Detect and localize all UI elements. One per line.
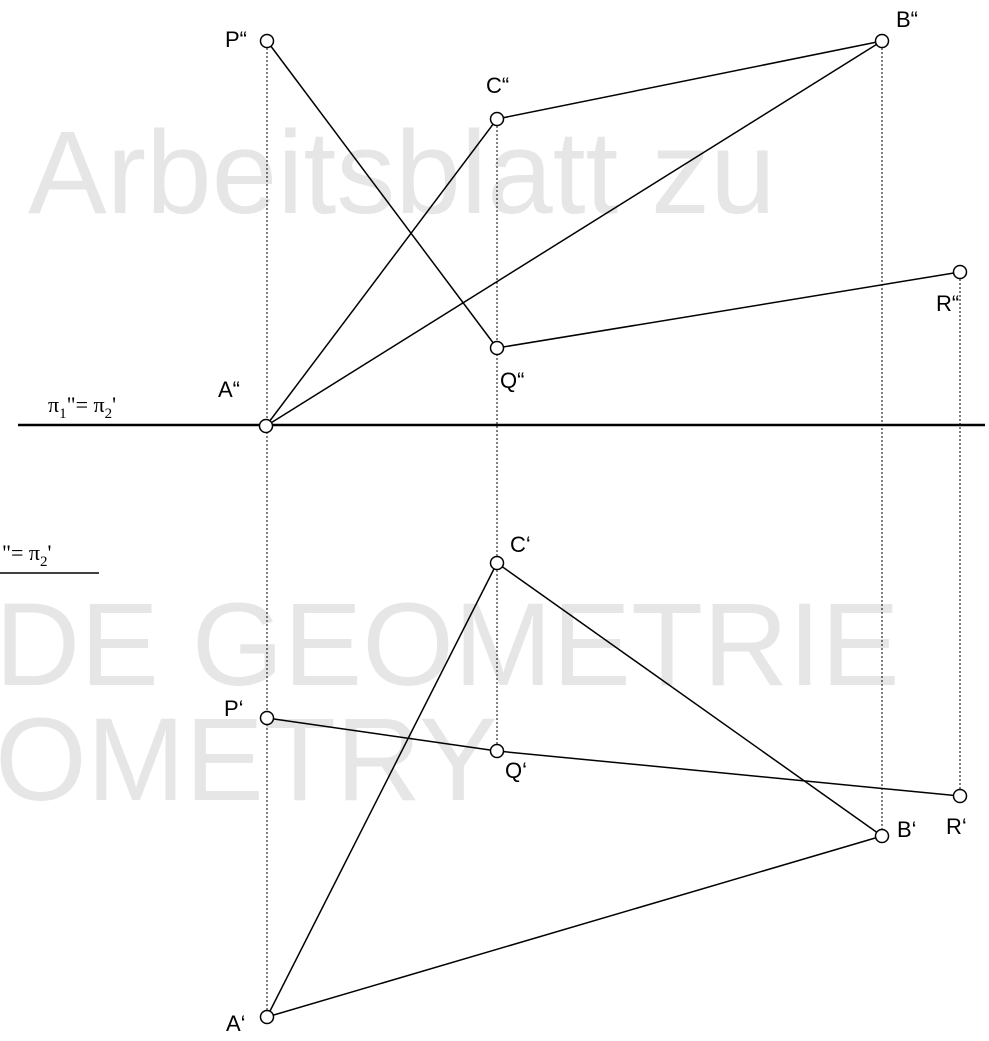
axis-label-sub2: 2 (105, 406, 113, 422)
point-a2 (258, 418, 274, 434)
label-r2: R“ (936, 291, 959, 316)
point-q2 (489, 340, 505, 356)
label-a1: A‘ (226, 1011, 246, 1036)
axis-label-mid: "= π (67, 392, 105, 417)
label-q1: Q‘ (505, 758, 527, 783)
point-c1 (489, 555, 505, 571)
point-p2 (259, 33, 275, 49)
label-p2: P“ (225, 27, 247, 52)
axis-label-pi: π (48, 392, 59, 417)
top-view-edges (266, 562, 961, 1018)
edge-p2-q2 (266, 40, 498, 349)
edge-q2-r2 (496, 271, 961, 349)
point-r1 (952, 788, 968, 804)
edge-a1-c1 (266, 562, 498, 1018)
projection-lines (266, 48, 961, 1024)
edge-a2-b2 (265, 40, 883, 427)
edge-p1-q1 (266, 717, 498, 752)
edge-a2-c2 (265, 118, 498, 427)
point-b2 (874, 33, 890, 49)
partial-axis-label-sub: 2 (40, 554, 48, 570)
point-p1 (259, 710, 275, 726)
label-b1: B‘ (897, 817, 917, 842)
points (258, 33, 968, 1025)
label-b2: B“ (896, 7, 918, 32)
watermark-line-3: OMETRY (0, 694, 498, 826)
label-r1: R‘ (946, 814, 967, 839)
edge-q1-r1 (496, 750, 961, 797)
partial-axis-label: "= π2' (2, 540, 52, 570)
axis-label: π1"= π2' (48, 392, 116, 422)
label-a2: A“ (218, 377, 240, 402)
point-b1 (874, 828, 890, 844)
point-a1 (259, 1009, 275, 1025)
label-c2: C“ (486, 73, 509, 98)
point-r2 (952, 264, 968, 280)
label-p1: P‘ (224, 696, 244, 721)
axis-label-sub1: 1 (59, 406, 67, 422)
watermark-line-1: Arbeitsblatt zu (28, 107, 776, 239)
edge-c2-b2 (496, 40, 883, 120)
axis-label-end: ' (112, 392, 116, 417)
edge-c1-b1 (496, 562, 883, 837)
point-c2 (489, 111, 505, 127)
watermark-line-2: DE GEOMETRIE (0, 579, 900, 711)
partial-axis-label-end: ' (48, 540, 52, 565)
label-q2: Q“ (500, 368, 524, 393)
front-view-edges (265, 40, 961, 427)
edge-a1-b1 (266, 835, 883, 1018)
partial-axis-label-mid: "= π (2, 540, 40, 565)
label-c1: C‘ (510, 532, 531, 557)
point-q1 (489, 743, 505, 759)
